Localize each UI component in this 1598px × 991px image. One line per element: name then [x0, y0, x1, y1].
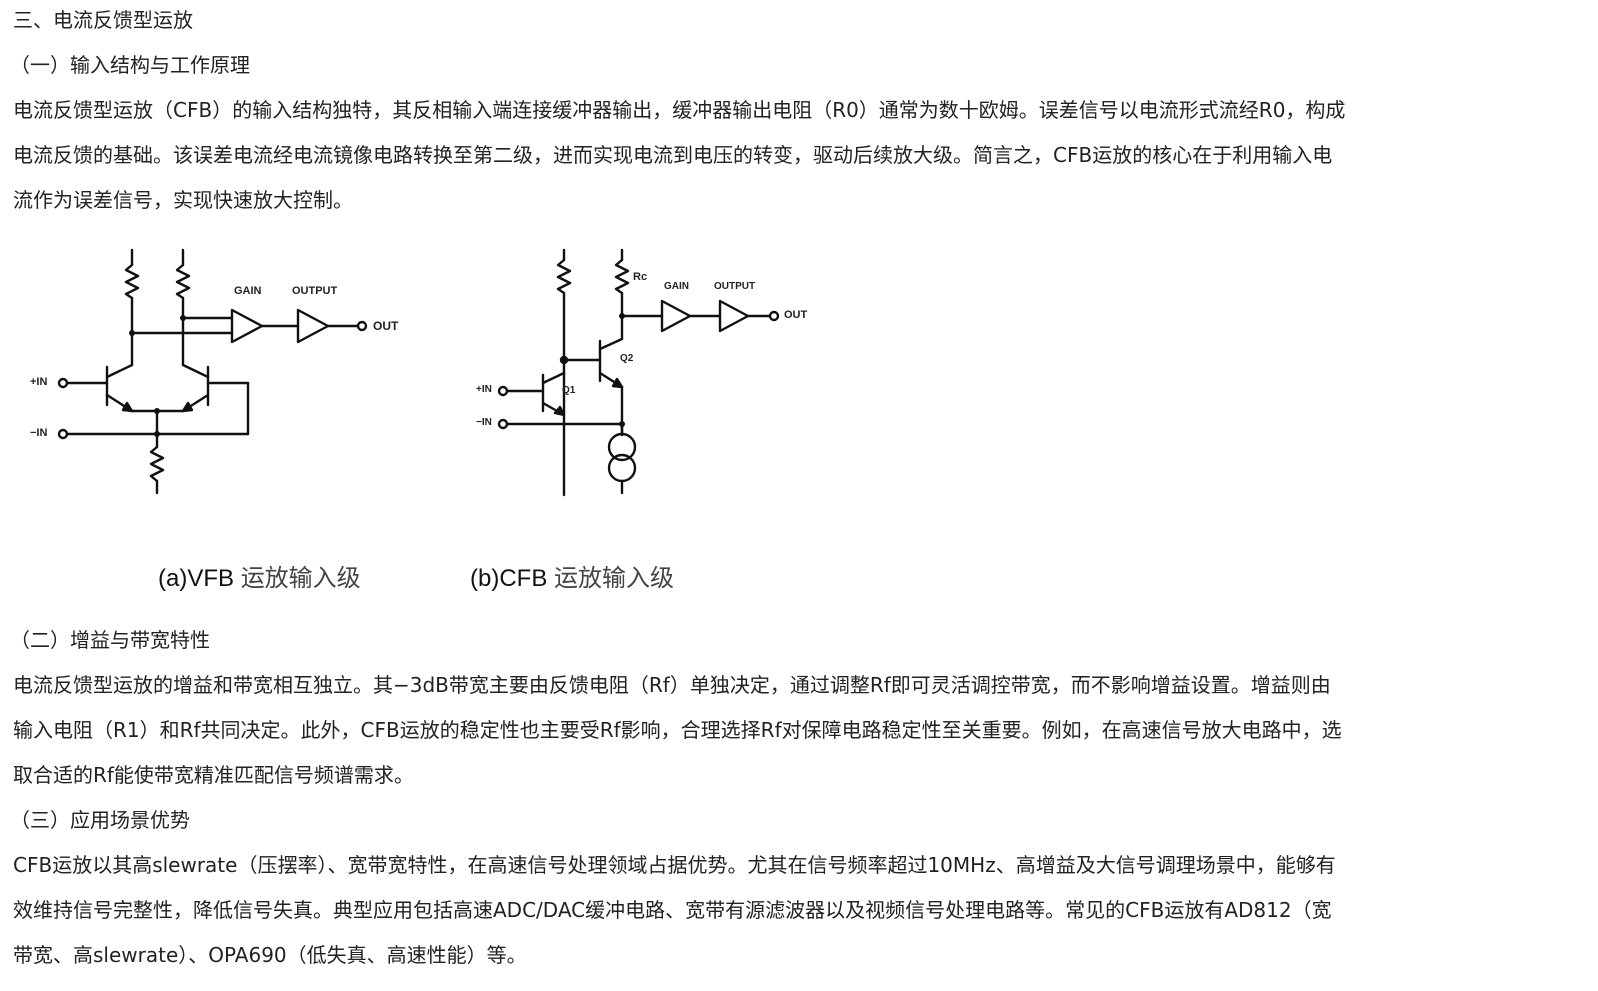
cfb-caption-prefix: (b)CFB [470, 565, 548, 592]
vfb-output-label: OUTPUT [292, 285, 338, 297]
paragraph-line: CFB运放以其高slewrate（压摆率）、宽带宽特性，在高速信号处理领域占据优… [13, 853, 1336, 877]
subsection-3-heading: （三）应用场景优势 [10, 808, 190, 832]
paragraph-line: 带宽、高slewrate）、OPA690（低失真、高速性能）等。 [13, 943, 527, 967]
paragraph-line: 流作为误差信号，实现快速放大控制。 [13, 188, 353, 212]
cfb-caption-cn: 运放输入级 [554, 564, 675, 592]
cfb-out-label: OUT [784, 309, 808, 321]
subsection-2-heading: （二）增益与带宽特性 [10, 628, 210, 652]
cfb-gain-label: GAIN [664, 281, 689, 292]
input-stage-figure: GAIN OUTPUT OUT +IN −IN Rc GAIN OUTPUT O… [0, 235, 880, 605]
cfb-in-minus-label: −IN [476, 417, 492, 428]
cfb-rc-label: Rc [633, 271, 648, 283]
cfb-caption: (b)CFB 运放输入级 [470, 558, 674, 593]
paragraph-line: 效维持信号完整性，降低信号失真。典型应用包括高速ADC/DAC缓冲电路、宽带有源… [13, 898, 1332, 922]
section-title: 三、电流反馈型运放 [13, 8, 193, 32]
vfb-gain-label: GAIN [234, 285, 262, 297]
cfb-output-label: OUTPUT [714, 281, 756, 292]
paragraph-line: 电流反馈的基础。该误差电流经电流镜像电路转换至第二级，进而实现电流到电压的转变，… [13, 143, 1333, 167]
cfb-q1-label: Q1 [562, 385, 576, 396]
paragraph-line: 电流反馈型运放的增益和带宽相互独立。其−3dB带宽主要由反馈电阻（Rf）单独决定… [13, 673, 1331, 697]
vfb-out-label: OUT [373, 319, 399, 333]
cfb-q2-label: Q2 [620, 353, 634, 364]
vfb-caption-cn: 运放输入级 [240, 564, 361, 592]
vfb-in-plus-label: +IN [30, 376, 48, 388]
paragraph-line: 取合适的Rf能使带宽精准匹配信号频谱需求。 [13, 763, 414, 787]
paragraph-line: 输入电阻（R1）和Rf共同决定。此外，CFB运放的稳定性也主要受Rf影响，合理选… [13, 718, 1342, 742]
cfb-in-plus-label: +IN [476, 384, 492, 395]
cfb-schematic [497, 248, 780, 497]
vfb-caption-prefix: (a)VFB [158, 565, 235, 592]
paragraph-line: 电流反馈型运放（CFB）的输入结构独特，其反相输入端连接缓冲器输出，缓冲器输出电… [13, 98, 1346, 122]
vfb-in-minus-label: −IN [30, 427, 48, 439]
schematics-svg [57, 248, 780, 497]
vfb-caption: (a)VFB 运放输入级 [158, 558, 361, 593]
subsection-1-heading: （一）输入结构与工作原理 [10, 53, 250, 77]
